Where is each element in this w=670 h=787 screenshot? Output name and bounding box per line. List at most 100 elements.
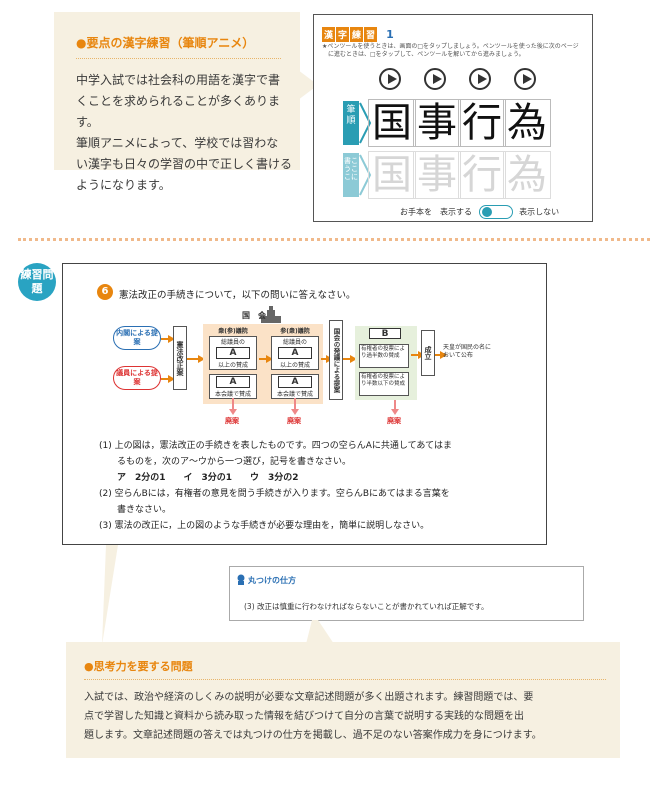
question-line: 書きなさい。 [99, 505, 172, 515]
kanji-writing-cell[interactable]: 事 [413, 151, 461, 199]
house-second: 参(衆)議院 総議員の A 以上の賛成 A 本会議で賛成 [271, 326, 319, 399]
row-arrow-icon [359, 154, 372, 196]
row-label-write: 書こうここに [343, 153, 359, 197]
kanji-stroke-cell[interactable]: 為 [503, 99, 551, 147]
rejected-label: 廃案 [287, 417, 301, 425]
house-plenary: A 本会議で賛成 [209, 374, 257, 399]
house-title: 衆(参)議院 [218, 328, 248, 335]
house-plenary: A 本会議で賛成 [271, 374, 319, 399]
flow-arrow [343, 355, 357, 363]
callout-divider [76, 58, 281, 59]
callout-line: 筆順アニメによって、学校では習わな [76, 136, 279, 150]
play-stroke-button[interactable] [469, 68, 491, 90]
instruction-line: に進むときは、□をタップして、ペンツールを解いてから進みましょう。 [322, 51, 525, 58]
blank-a: A [216, 347, 250, 359]
question-choices: ア 2分の1 イ 3分の1 ウ 3分の2 [99, 473, 299, 483]
rejected-label: 廃案 [225, 417, 239, 425]
callout-line: くことを求められることが多くあります。 [76, 94, 281, 129]
blank-a: A [278, 347, 312, 359]
callout-line: 中学入試では社会科の用語を漢字で書 [76, 73, 281, 87]
house-title: 参(衆)議院 [280, 328, 310, 335]
flow-arrow [259, 355, 273, 363]
callout-divider [84, 679, 606, 680]
kanji-badge: 漢 [322, 27, 336, 42]
amendment-diagram: 国 会 内閣による提案 議員による提案 憲法改正案 衆(参)議院 総議員の A … [113, 306, 491, 426]
callout-line: ようになります。 [76, 178, 171, 192]
flow-arrow [435, 351, 447, 359]
kanji-card-instructions: ★ペンツールを使うときは、画面の□をタップしましょう。ペンツールを使った後に次の… [322, 43, 579, 59]
kanji-writing-cell[interactable]: 為 [503, 151, 551, 199]
question-line: (3) 憲法の改正に，上の図のような手続きが必要な理由を，簡単に説明しなさい。 [99, 521, 430, 531]
question-line: るものを，次のア〜ウから一つ選び，記号を書きなさい。 [99, 457, 352, 467]
question-line: (1) 上の図は，憲法改正の手続きを表したものです。四つの空らんAに共通してあて… [99, 441, 452, 451]
kanji-card-number: 1 [386, 28, 394, 41]
grading-icon [237, 574, 245, 585]
callout-kanji-title: ●要点の漢字練習（筆順アニメ） [76, 36, 255, 50]
kanji-writing-cell[interactable]: 行 [458, 151, 506, 199]
house-first: 衆(参)議院 総議員の A 以上の賛成 A 本会議で賛成 [209, 326, 257, 399]
row-arrow-icon [359, 102, 372, 144]
flow-arrow [161, 375, 175, 383]
question-number: 6 [97, 284, 113, 300]
toggle-knob [481, 207, 492, 217]
house-committee: 総議員の A 以上の賛成 [209, 336, 257, 370]
callout-pointer [298, 70, 318, 100]
rejection-arrows [229, 398, 399, 415]
callout-line: い漢字も日々の学習の中で正しく書ける [76, 157, 293, 171]
callout-thinking: ●思考力を要する問題 入試では、政治や経済のしくみの説明が必要な文章記述問題が多… [66, 642, 620, 758]
callout-pointer [102, 545, 118, 645]
house-foot: 以上の賛成 [279, 362, 310, 369]
callout-line: 点で学習した知識と資料から読み取った情報を結びつけて自分の言葉で説明する実践的な… [84, 711, 524, 722]
kanji-writing-cell[interactable]: 国 [368, 151, 416, 199]
callout-line: 入試では、政治や経済のしくみの説明が必要な文章記述問題が多く出題されます。練習問… [84, 692, 534, 703]
house-foot: 以上の賛成 [217, 362, 248, 369]
flow-arrow [411, 351, 425, 359]
diet-label: 国 会 [242, 311, 266, 320]
answer-guide-box: 丸つけの仕方 (3) 改正は慎重に行わなければならないことが書かれていれば正解で… [229, 566, 584, 621]
play-stroke-button[interactable] [514, 68, 536, 90]
exercise-badge: 練習問題 [18, 263, 56, 301]
vote-fail-box: 有権者の投票により半数以下の賛成 [359, 372, 409, 396]
blank-a: A [216, 376, 250, 388]
flow-arrow [161, 335, 175, 343]
enactment-box: 成立 [421, 330, 435, 376]
house-committee: 総議員の A 以上の賛成 [271, 336, 319, 370]
model-toggle[interactable] [478, 205, 513, 219]
diet-initiative-box: 国会の発議による提案 [329, 320, 343, 400]
house-sub: 総議員の [220, 339, 245, 346]
kanji-card-header: 漢字練習 1 [322, 23, 394, 42]
vote-pass-box: 有権者の投票により過半数の賛成 [359, 344, 409, 368]
plenary-note: 本会議で賛成 [276, 391, 313, 398]
kanji-badge: 字 [336, 27, 350, 42]
play-stroke-button[interactable] [379, 68, 401, 90]
kanji-badge: 習 [364, 27, 378, 42]
callout-thinking-body: 入試では、政治や経済のしくみの説明が必要な文章記述問題が多く出題されます。練習問… [84, 688, 542, 745]
toggle-label-hide: 表示しない [519, 207, 560, 217]
rejected-label: 廃案 [387, 417, 401, 425]
kanji-stroke-cell[interactable]: 国 [368, 99, 416, 147]
question-line: (2) 空らんBには，有権者の意見を問う手続きが入ります。空らんBにあてはまる言… [99, 489, 450, 499]
kanji-badge: 練 [350, 27, 364, 42]
origin-cabinet: 内閣による提案 [113, 326, 161, 350]
callout-kanji-practice: ●要点の漢字練習（筆順アニメ） 中学入試では社会科の用語を漢字で書 くことを求め… [54, 12, 300, 192]
row-label-stroke: 筆順 [343, 101, 359, 145]
blank-a: A [278, 376, 312, 388]
play-stroke-button[interactable] [424, 68, 446, 90]
model-toggle-row: お手本を 表示する 表示しない [400, 205, 559, 219]
callout-thinking-title: ●思考力を要する問題 [84, 660, 193, 673]
house-sub: 総議員の [282, 339, 307, 346]
toggle-label-show: お手本を 表示する [400, 207, 472, 217]
instruction-line: ★ペンツールを使うときは、画面の□をタップしましょう。ペンツールを使った後に次の… [322, 43, 579, 50]
promulgation-note: 天皇が国民の名において公布 [443, 344, 492, 359]
origin-members: 議員による提案 [113, 366, 161, 390]
diet-building-icon [261, 306, 281, 323]
question-prompt: 憲法改正の手続きについて，以下の問いに答えなさい。 [119, 290, 356, 301]
blank-b: B [369, 328, 401, 339]
callout-pointer [306, 620, 334, 644]
flow-arrow [187, 355, 205, 363]
callout-kanji-body: 中学入試では社会科の用語を漢字で書 くことを求められることが多くあります。 筆順… [76, 70, 300, 196]
kanji-practice-card: 漢字練習 1 ★ペンツールを使うときは、画面の□をタップしましょう。ペンツールを… [313, 14, 593, 222]
answer-guide-text: (3) 改正は慎重に行わなければならないことが書かれていれば正解です。 [244, 602, 489, 611]
kanji-stroke-cell[interactable]: 行 [458, 99, 506, 147]
kanji-stroke-cell[interactable]: 事 [413, 99, 461, 147]
